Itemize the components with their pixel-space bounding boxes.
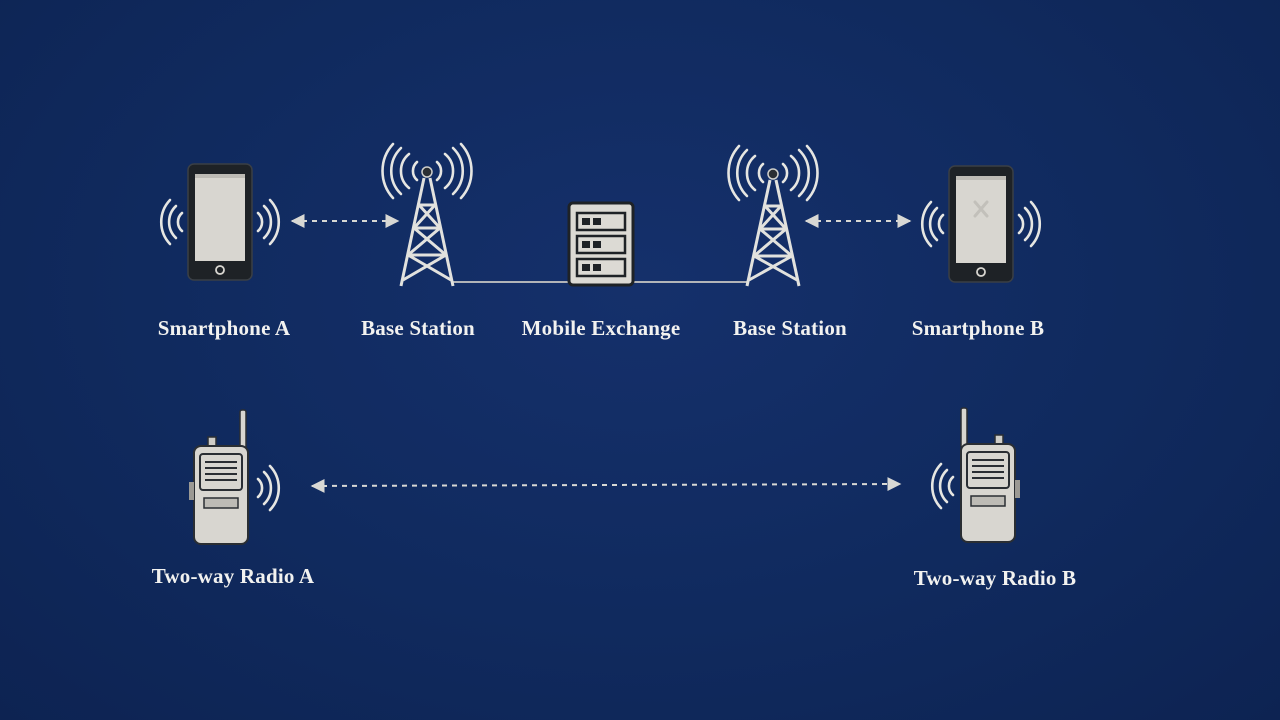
cell-tower-icon bbox=[381, 142, 473, 287]
server-icon bbox=[567, 201, 635, 287]
signal-waves-icon bbox=[256, 198, 281, 246]
walkie-talkie-icon bbox=[960, 407, 1020, 543]
smartphone-icon bbox=[948, 165, 1014, 283]
signal-waves-icon bbox=[1017, 200, 1042, 248]
signal-waves-icon bbox=[932, 464, 953, 508]
radio-a-label: Two-way Radio A bbox=[151, 564, 315, 588]
walkie-talkie-icon bbox=[189, 409, 249, 545]
cell-tower-icon bbox=[727, 144, 819, 287]
base-station-a-label: Base Station bbox=[361, 316, 475, 340]
signal-waves-icon bbox=[256, 464, 281, 512]
smartphone-icon bbox=[187, 163, 253, 281]
signal-waves-icon bbox=[161, 200, 182, 244]
mobile-exchange-label: Mobile Exchange bbox=[521, 316, 681, 340]
smartphone-a-label: Smartphone A bbox=[157, 316, 291, 340]
smartphone-b-label: Smartphone B bbox=[911, 316, 1045, 340]
signal-waves-icon bbox=[922, 202, 943, 246]
radio-b-label: Two-way Radio B bbox=[913, 566, 1077, 590]
link-radio-a-radio-b bbox=[310, 477, 902, 493]
base-station-b-label: Base Station bbox=[733, 316, 847, 340]
